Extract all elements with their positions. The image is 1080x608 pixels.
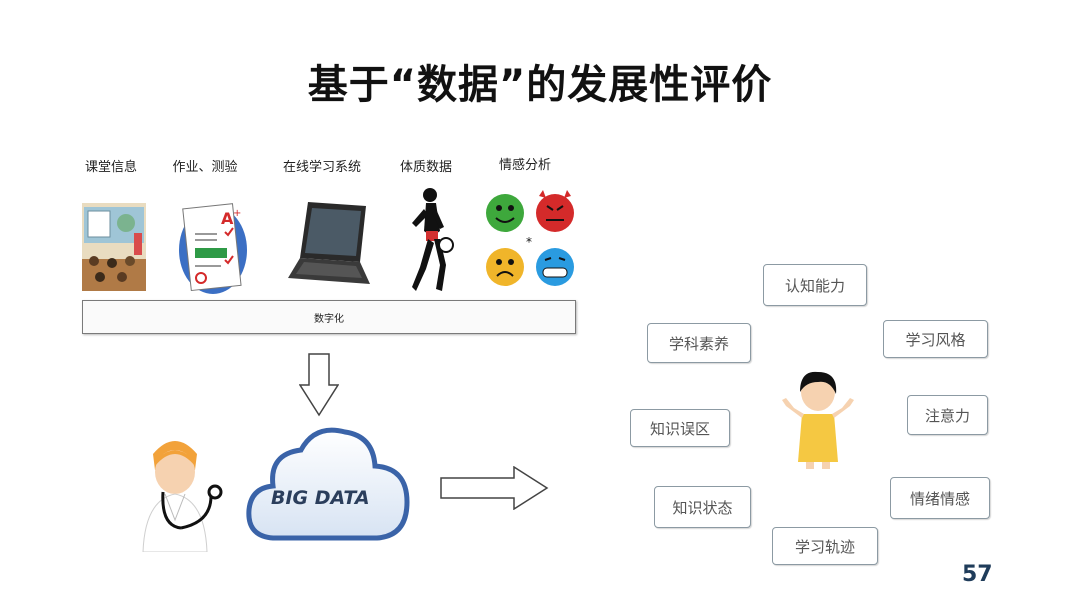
attribute-label: 知识状态 [672,498,733,517]
classroom-icon [82,203,146,291]
attribute-subject-literacy: 学科素养 [647,323,751,363]
evaluator-icon [142,441,223,552]
source-label-physical: 体质数据 [399,160,452,175]
attribute-knowledge-state: 知识状态 [654,486,751,528]
graded-homework-icon: A + [179,203,247,294]
attribute-label: 学科素养 [668,334,729,353]
attribute-label: 学习轨迹 [794,537,855,556]
svg-text:*: * [526,235,532,249]
attribute-emotion: 情绪情感 [890,477,990,519]
digitize-bar: 数字化 [82,300,576,334]
source-label-emotion: 情感分析 [498,158,551,173]
svg-text:A: A [221,209,234,228]
student-icon [782,371,854,469]
source-label-homework: 作业、测验 [172,160,238,175]
attribute-label: 情绪情感 [909,489,970,508]
source-label-classroom: 课堂信息 [84,160,137,175]
big-data-label: BIG DATA [271,487,370,509]
digitize-label: 数字化 [314,313,344,325]
attribute-knowledge-misconception: 知识误区 [630,409,730,447]
laptop-icon [288,202,370,284]
attribute-attention: 注意力 [907,395,988,435]
runner-icon [412,188,454,291]
attribute-learning-trajectory: 学习轨迹 [772,527,878,565]
page-number: 57 [962,562,993,587]
page-title: 基于“数据”的发展性评价 [307,62,773,108]
big-data-cloud-icon: BIG DATA [246,427,410,541]
attribute-cognitive-ability: 认知能力 [763,264,867,306]
svg-text:+: + [233,208,241,219]
attribute-label: 学习风格 [905,330,966,349]
right-arrow-icon [440,466,549,510]
emotion-faces-icon: * [486,190,574,286]
attribute-label: 认知能力 [784,276,845,295]
down-arrow-icon [299,353,339,417]
source-label-online: 在线学习系统 [282,160,361,175]
attribute-label: 注意力 [924,406,970,425]
attribute-label: 知识误区 [649,419,710,438]
attribute-learning-style: 学习风格 [883,320,988,358]
